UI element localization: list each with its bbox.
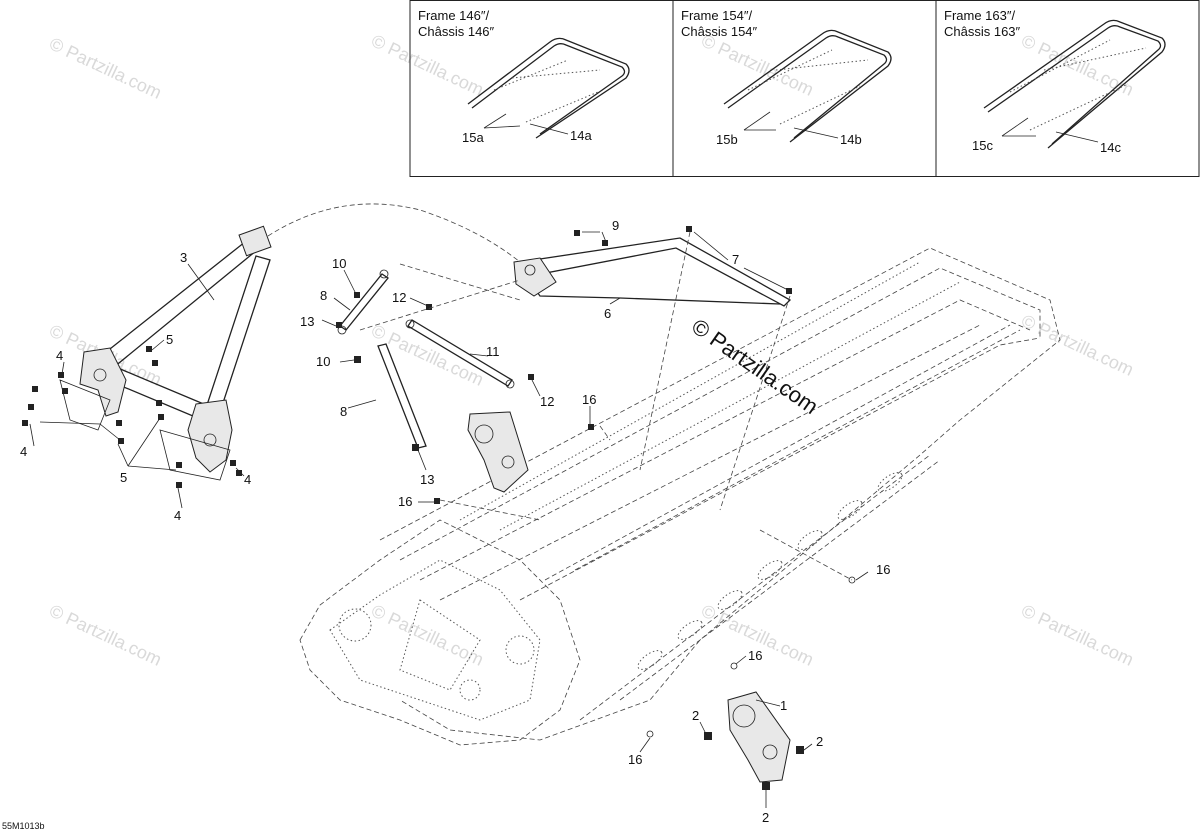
callout-2: 2: [692, 708, 699, 723]
running-board-146-rails: [467, 37, 630, 139]
watermark: © Partzilla.com: [368, 320, 486, 389]
callout-14b: 14b: [840, 132, 862, 147]
callout-16: 16: [748, 648, 762, 663]
callout-5: 5: [166, 332, 173, 347]
watermark: © Partzilla.com: [46, 33, 164, 102]
tunnel-frame: [299, 247, 1061, 746]
callout-16: 16: [876, 562, 890, 577]
callout-6: 6: [604, 306, 611, 321]
watermark: © Partzilla.com: [1018, 310, 1136, 379]
watermark: © Partzilla.com: [1018, 600, 1136, 669]
fasteners-16: [434, 424, 856, 738]
callout-13: 13: [420, 472, 434, 487]
steering-support-3: [59, 225, 272, 481]
inset-frame-154: Frame 154″/ Châssis 154″ 15b 14b: [681, 8, 892, 147]
inset-border: [409, 0, 1200, 177]
callout-8: 8: [320, 288, 327, 303]
callout-8: 8: [340, 404, 347, 419]
callout-14c: 14c: [1100, 140, 1121, 155]
running-board-163-rails: [983, 19, 1166, 149]
callout-9: 9: [612, 218, 619, 233]
watermark: © Partzilla.com: [46, 600, 164, 669]
tunnel-louvers: [637, 472, 903, 670]
inset-title-line2: Châssis 146″: [418, 24, 495, 39]
inset-title-line1: Frame 146″/: [418, 8, 489, 23]
running-board-154-rails: [723, 29, 892, 143]
callout-14a: 14a: [570, 128, 592, 143]
callout-11: 11: [486, 344, 500, 359]
watermark: © Partzilla.com: [368, 600, 486, 669]
callouts: 1 2 2 2 3 4 4 4 4 5 5 6 7 8 8 9 10 10 11…: [20, 218, 890, 825]
callout-2: 2: [816, 734, 823, 749]
callout-4: 4: [244, 472, 251, 487]
bracket-middle: [467, 411, 529, 493]
callout-16: 16: [628, 752, 642, 767]
callout-13: 13: [300, 314, 314, 329]
fasteners-4-5: [22, 346, 242, 488]
callout-12: 12: [392, 290, 406, 305]
inset-title-line1: Frame 154″/: [681, 8, 752, 23]
frame-length-inset: Frame 146″/ Châssis 146″ 15a 14a Frame 1…: [409, 0, 1200, 177]
inset-title-line2: Châssis 154″: [681, 24, 758, 39]
callout-15a: 15a: [462, 130, 484, 145]
inset-title-line2: Châssis 163″: [944, 24, 1021, 39]
inset-title-line1: Frame 163″/: [944, 8, 1015, 23]
inset-frame-146: Frame 146″/ Châssis 146″ 15a 14a: [418, 8, 630, 145]
callout-5: 5: [120, 470, 127, 485]
callout-12: 12: [540, 394, 554, 409]
assembly-lines: [267, 203, 853, 581]
rods-8-11: [336, 269, 534, 451]
callout-15c: 15c: [972, 138, 993, 153]
callout-4: 4: [174, 508, 181, 523]
callout-4: 4: [20, 444, 27, 459]
watermark: © Partzilla.com: [1018, 30, 1136, 99]
callout-2: 2: [762, 810, 769, 825]
leader-lines: [29, 231, 869, 808]
callout-15b: 15b: [716, 132, 738, 147]
callout-3: 3: [180, 250, 187, 265]
watermark: © Partzilla.com: [368, 30, 486, 99]
callout-16: 16: [582, 392, 596, 407]
support-arm-6: [513, 226, 792, 307]
callout-7: 7: [732, 252, 739, 267]
bracket-1: [704, 691, 804, 790]
inset-frame-163: Frame 163″/ Châssis 163″ 15c 14c: [944, 8, 1166, 155]
diagram-code: 55M1013b: [2, 821, 45, 831]
callout-16: 16: [398, 494, 412, 509]
callout-1: 1: [780, 698, 787, 713]
callout-10: 10: [332, 256, 346, 271]
callout-4: 4: [56, 348, 63, 363]
watermarks: © Partzilla.com © Partzilla.com © Partzi…: [46, 30, 1136, 669]
callout-10: 10: [316, 354, 330, 369]
